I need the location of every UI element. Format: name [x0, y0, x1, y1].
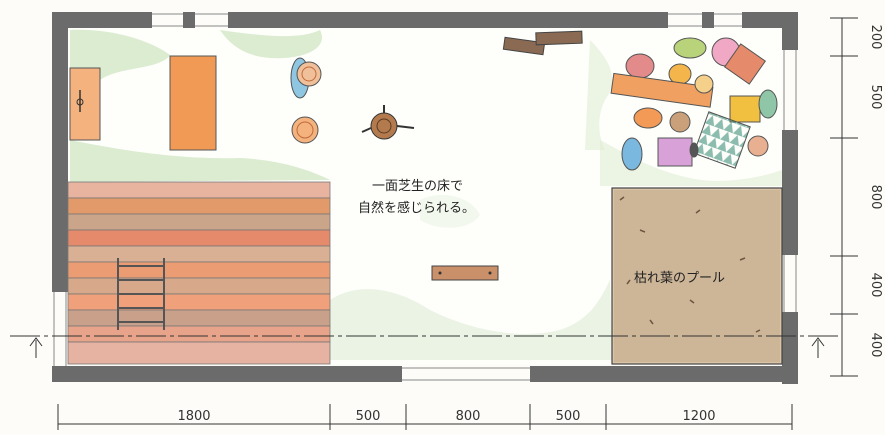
- lawn-note-line1: 一面芝生の床で: [372, 178, 463, 194]
- orange-mat: [169, 55, 217, 151]
- dim-v-2: 500: [868, 85, 883, 110]
- dim-h-2: 500: [356, 409, 381, 424]
- bench: [431, 265, 499, 281]
- leaf-pool: [611, 187, 783, 365]
- dim-h-4: 500: [556, 409, 581, 424]
- lawn-note-line2: 自然を感じられる。: [358, 200, 475, 216]
- walls: [52, 12, 798, 384]
- dim-v-4: 400: [868, 273, 883, 298]
- deck-ladder: [117, 258, 165, 330]
- wood-deck: [67, 181, 331, 365]
- dim-v-5: 400: [868, 333, 883, 358]
- dim-h-1: 1800: [177, 409, 210, 424]
- section-line: [10, 335, 840, 358]
- left-cabinet: [69, 67, 101, 141]
- wood-planks: [502, 30, 583, 56]
- grass-wash: [70, 29, 782, 360]
- dim-h-3: 800: [456, 409, 481, 424]
- dim-v-3: 800: [868, 185, 883, 210]
- horizontal-dimension-line: [57, 404, 793, 430]
- dim-v-1: 200: [868, 25, 883, 50]
- round-stools: [290, 57, 322, 144]
- cushion-pile: [610, 37, 778, 171]
- leaf-pool-label: 枯れ葉のプール: [634, 271, 725, 286]
- window-openings: [53, 13, 797, 381]
- dim-h-5: 1200: [682, 409, 715, 424]
- vertical-dimension-line: [830, 17, 858, 377]
- tree-stump: [361, 105, 415, 140]
